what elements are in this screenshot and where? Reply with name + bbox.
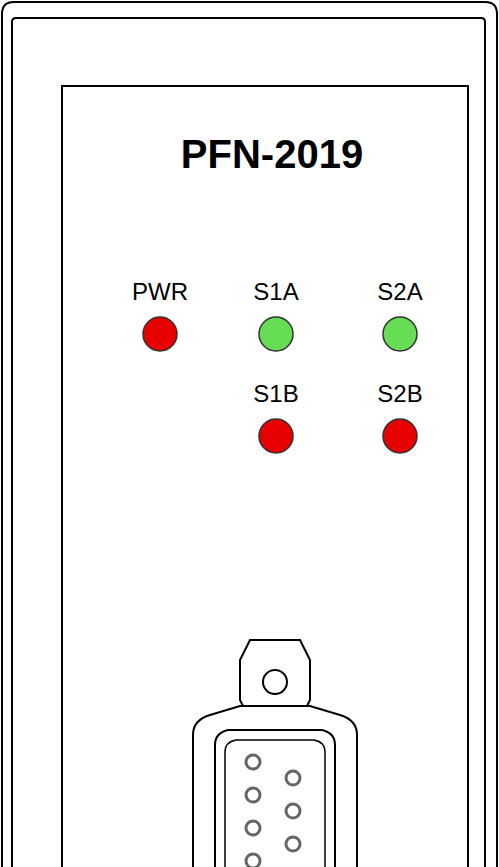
s1b-led: [259, 419, 293, 453]
connector-pin: [246, 788, 260, 802]
connector-pin: [286, 804, 300, 818]
pwr-led: [143, 317, 177, 351]
s1a-led: [259, 317, 293, 351]
connector-pin: [246, 854, 260, 867]
connector-pin: [286, 837, 300, 851]
connector-pins: [246, 755, 300, 867]
s2a-led: [383, 317, 417, 351]
connector-pin: [286, 771, 300, 785]
led-label: S1A: [253, 280, 298, 304]
model-title: PFN-2019: [181, 134, 363, 174]
connector-pin: [246, 821, 260, 835]
led-label: S1B: [253, 382, 298, 406]
connector-pin: [246, 755, 260, 769]
connector-shell: [193, 706, 357, 867]
s2b-led: [383, 419, 417, 453]
led-label: S2A: [377, 280, 422, 304]
mounting-hole: [263, 670, 287, 694]
connector-insert: [225, 740, 325, 867]
led-label: PWR: [132, 280, 188, 304]
connector-face: [215, 730, 335, 867]
front-plate: [62, 86, 468, 867]
led-label: S2B: [377, 382, 422, 406]
db9-connector: [193, 640, 357, 867]
